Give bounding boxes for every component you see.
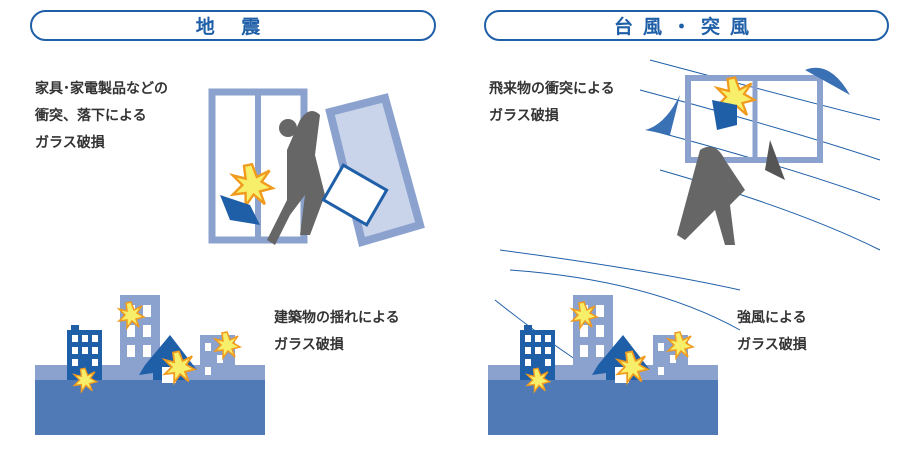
caption-line: ガラス破損: [274, 337, 344, 353]
typhoon-window-illustration: [645, 67, 850, 245]
earthquake-caption-building: 建築物の揺れによる ガラス破損: [274, 305, 400, 359]
caption-line: ガラス破損: [489, 108, 559, 124]
caption-line: 家具･家電製品などの: [35, 81, 168, 97]
caption-line: ガラス破損: [737, 337, 807, 353]
typhoon-caption-debris: 飛来物の衝突による ガラス破損: [489, 76, 615, 130]
earthquake-header: 地 震: [30, 10, 436, 41]
typhoon-city-illustration: [488, 295, 718, 435]
typhoon-header: 台風・突風: [484, 10, 889, 41]
earthquake-caption-furniture: 家具･家電製品などの 衝突、落下による ガラス破損: [35, 76, 168, 157]
earthquake-city-illustration: [35, 295, 265, 435]
typhoon-caption-wind: 強風による ガラス破損: [737, 305, 807, 359]
caption-line: 強風による: [737, 310, 807, 326]
caption-line: 飛来物の衝突による: [489, 81, 615, 97]
caption-line: 建築物の揺れによる: [274, 310, 400, 326]
earthquake-room-illustration: [208, 88, 425, 248]
caption-line: 衝突、落下による: [35, 108, 147, 124]
caption-line: ガラス破損: [35, 135, 105, 151]
